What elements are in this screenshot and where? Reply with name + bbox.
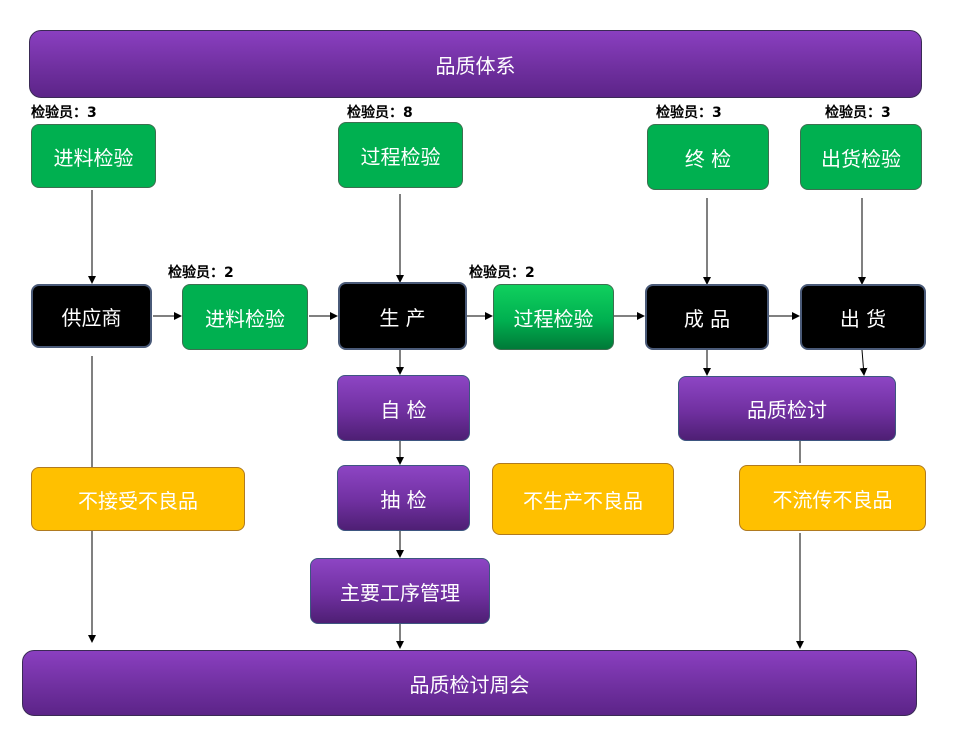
- sampling-check-node: 抽 检: [337, 465, 470, 531]
- banner-title: 品质体系: [435, 53, 516, 78]
- inspector-count-final: 检验员：3: [656, 105, 722, 121]
- no-pass-defects-box: 不流传不良品: [739, 465, 926, 531]
- quality-review-node: 品质检讨: [678, 376, 896, 441]
- inspector-count-incoming-mid: 检验员：2: [168, 265, 234, 281]
- inspector-count-incoming: 检验员：3: [31, 105, 97, 121]
- key-process-management-node: 主要工序管理: [310, 558, 490, 624]
- connector: [859, 349, 868, 376]
- no-accept-defects-box: 不接受不良品: [31, 467, 245, 531]
- process-inspection-node: 过程检验: [493, 284, 614, 350]
- inspector-count-shipping: 检验员：3: [825, 105, 891, 121]
- no-produce-defects-box: 不生产不良品: [492, 463, 674, 535]
- self-check-node: 自 检: [337, 375, 470, 441]
- incoming-inspection-top: 进料检验: [31, 124, 156, 188]
- finished-goods-node: 成 品: [645, 284, 769, 350]
- production-node: 生 产: [338, 282, 467, 350]
- banner-bottom-title: 品质检讨周会: [409, 672, 530, 697]
- inspector-count-process-mid: 检验员：2: [469, 265, 535, 281]
- process-inspection-top: 过程检验: [338, 122, 463, 188]
- shipping-node: 出 货: [800, 284, 926, 350]
- incoming-inspection-node: 进料检验: [182, 284, 308, 350]
- quality-system-banner: 品质体系: [29, 30, 922, 98]
- shipping-inspection-top: 出货检验: [800, 124, 922, 190]
- inspector-count-process: 检验员：8: [347, 105, 413, 121]
- final-inspection-top: 终 检: [647, 124, 769, 190]
- quality-review-weekly-meeting-banner: 品质检讨周会: [22, 650, 917, 716]
- supplier-node: 供应商: [31, 284, 152, 348]
